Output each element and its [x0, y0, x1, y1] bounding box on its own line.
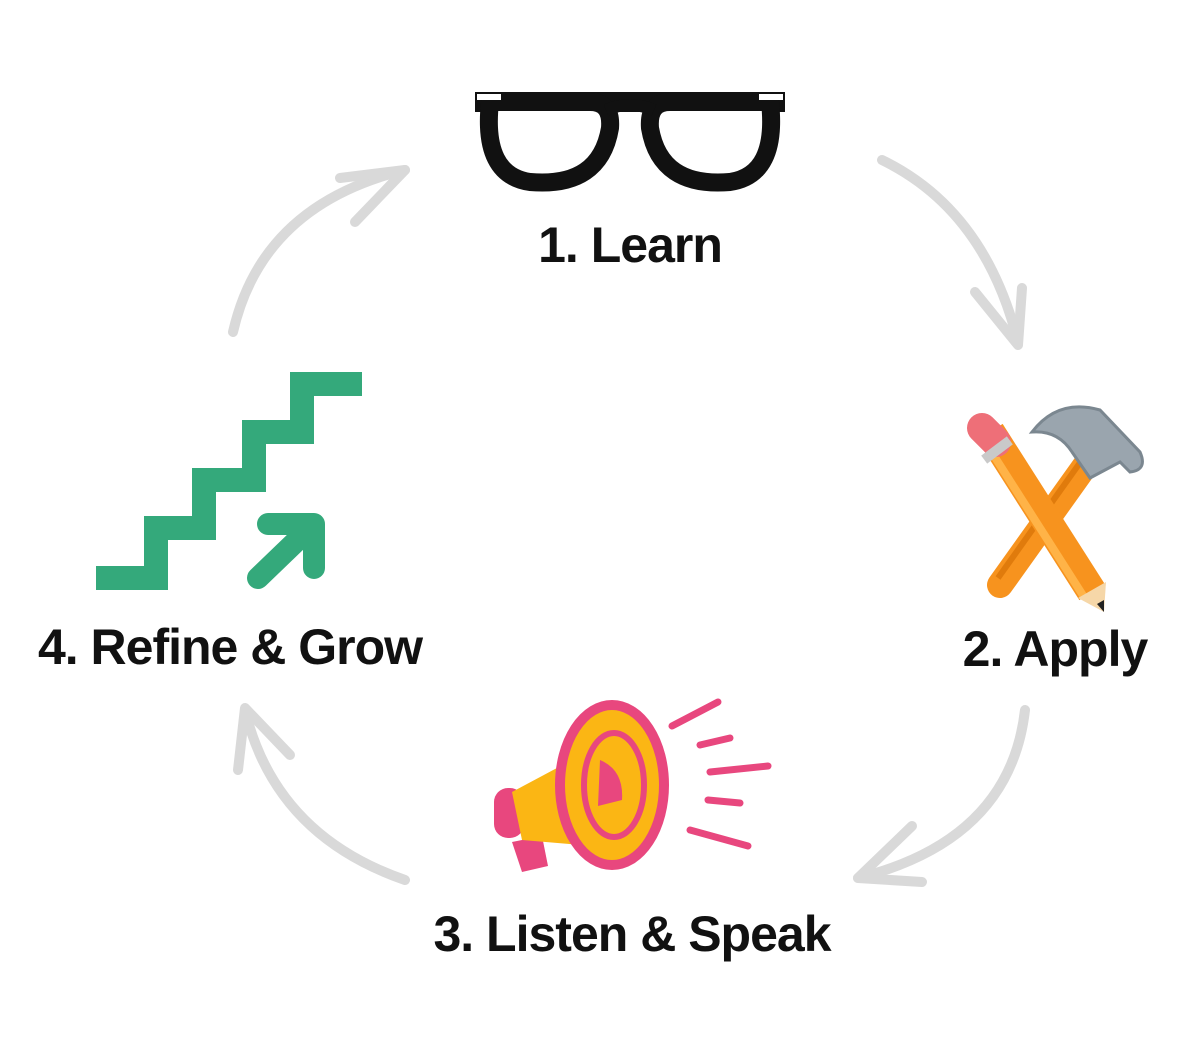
arrow-apply-to-listen	[853, 705, 1030, 887]
step-4-label: 4. Refine & Grow	[38, 619, 423, 675]
glasses-icon	[475, 92, 785, 192]
pencil-hammer-icon	[967, 405, 1144, 612]
arrow-refine-to-learn	[228, 165, 410, 337]
arrow-listen-to-refine	[233, 703, 410, 885]
step-2-label: 2. Apply	[963, 621, 1149, 677]
megaphone-icon	[494, 698, 772, 872]
stairs-arrow-icon	[96, 372, 362, 590]
step-3-label: 3. Listen & Speak	[433, 906, 831, 962]
arrow-learn-to-apply	[877, 155, 1027, 350]
step-1-label: 1. Learn	[538, 217, 722, 273]
